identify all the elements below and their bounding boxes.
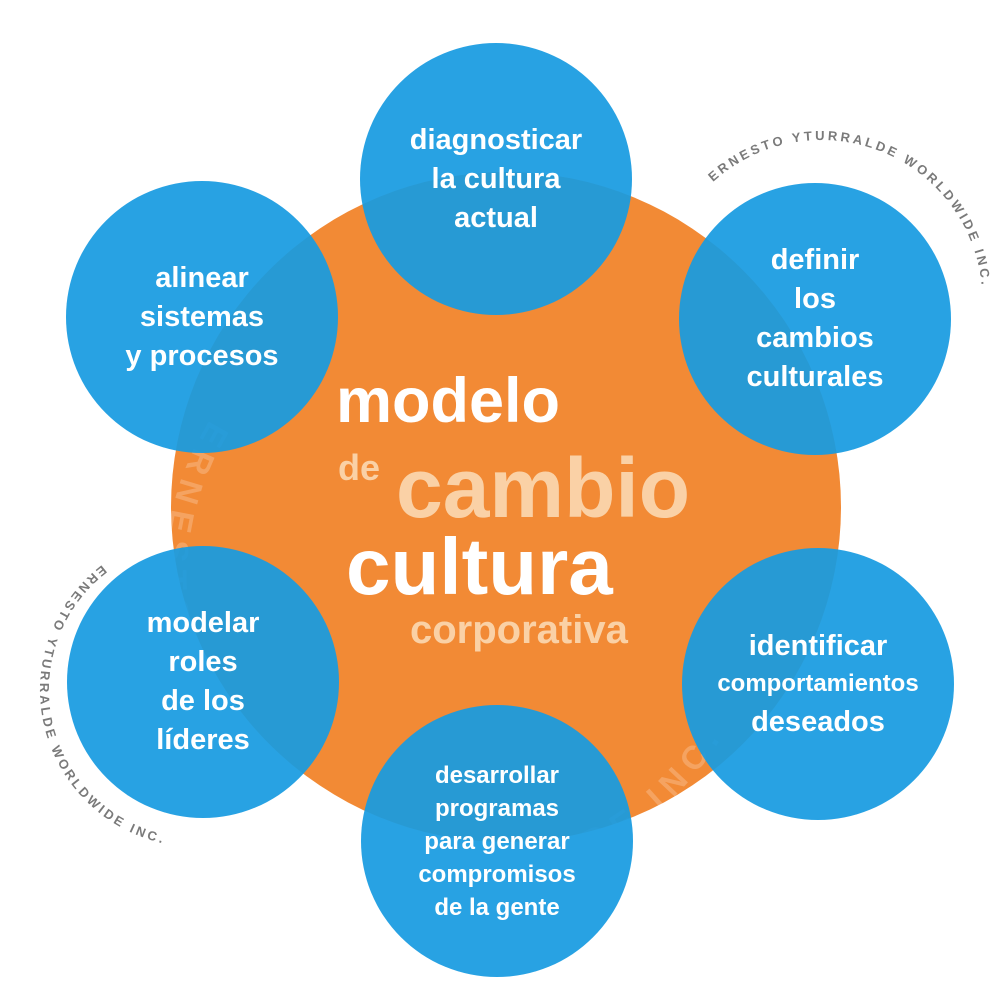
node-label-line: diagnosticar (409, 123, 583, 156)
node-label-line: sistemas (139, 300, 265, 333)
node-label-line: para generar (424, 827, 570, 855)
node-label-line: compromisos (418, 860, 576, 888)
node-identificar: identificar comportamientos deseados (682, 548, 954, 820)
title-de: de (338, 447, 381, 488)
node-label-line: programas (434, 794, 560, 822)
node-definir: definir los cambios culturales (679, 183, 951, 455)
node-label-line: líderes (156, 724, 250, 756)
node-label-line: la cultura (431, 162, 561, 195)
node-label-line: identificar (748, 630, 888, 662)
title-corporativa: corporativa (410, 608, 628, 652)
node-label-line: y procesos (125, 339, 279, 372)
title-modelo: modelo (336, 366, 561, 436)
node-label-line: deseados (751, 706, 885, 738)
title-cambio: cambio (396, 441, 691, 535)
node-label-line: de la gente (434, 893, 560, 921)
node-label-line: culturales (746, 361, 884, 393)
node-label-line: los (794, 283, 836, 315)
node-label-line: roles (168, 646, 238, 678)
node-label-line: comportamientos (717, 670, 919, 697)
title-cultura: cultura (346, 522, 613, 611)
node-label-line: cambios (756, 322, 874, 354)
node-label-line: modelar (146, 607, 260, 639)
node-diagnosticar: diagnosticar la cultura actual (360, 43, 632, 315)
node-label-line: de los (161, 685, 245, 717)
node-modelar: modelar roles de los líderes (67, 546, 339, 818)
node-label-line: desarrollar (434, 761, 560, 789)
node-label-line: definir (770, 244, 860, 276)
node-label-line: alinear (155, 261, 249, 294)
node-desarrollar: desarrollar programas para generar compr… (361, 705, 633, 977)
node-label-line: actual (454, 201, 538, 234)
node-alinear: alinear sistemas y procesos (66, 181, 338, 453)
